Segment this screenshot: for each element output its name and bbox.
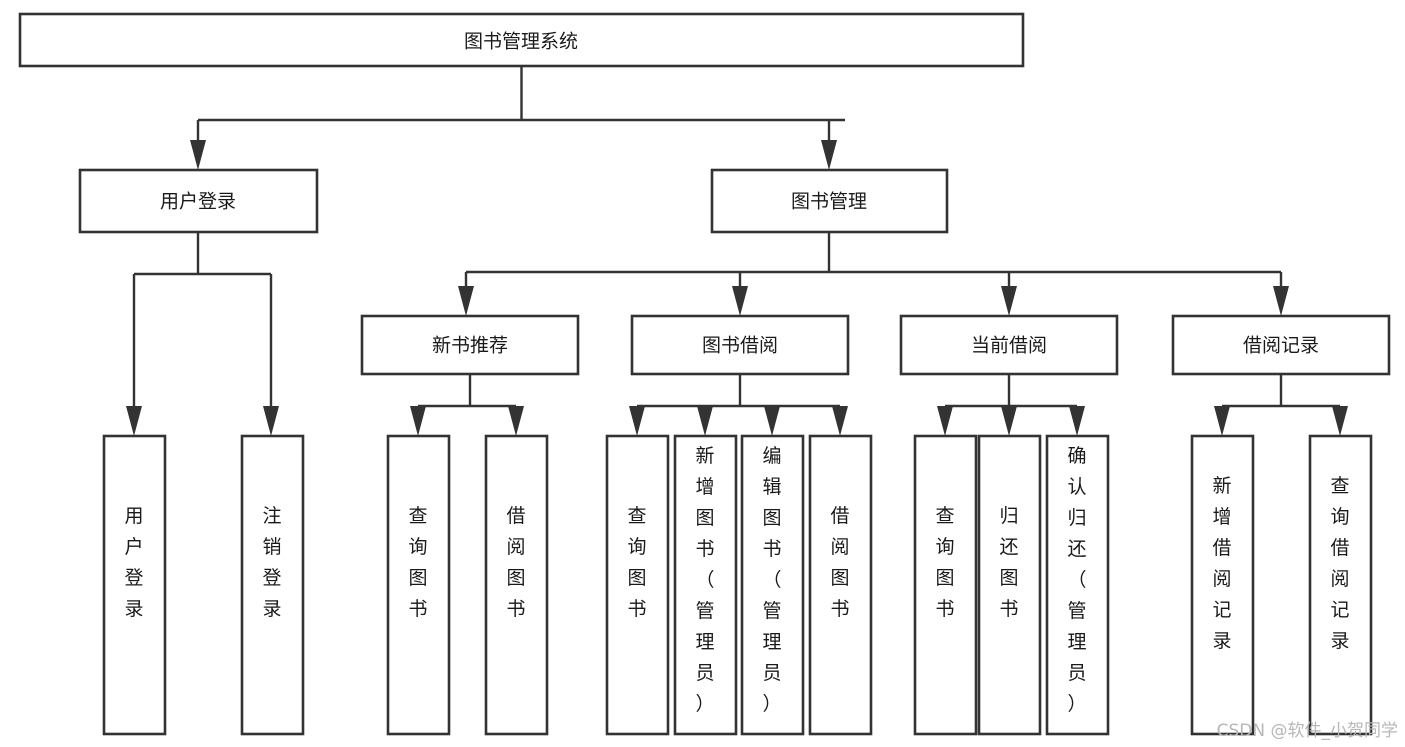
arrow-leaf-current-borrow-1 (937, 406, 953, 436)
leaf-book-borrow-borrow-label: 借阅图书 (830, 505, 849, 620)
leaf-book-borrow-edit-label: 编辑图书（管理员） (762, 445, 781, 715)
leaf-user-login-login-box[interactable] (102, 434, 167, 736)
watermark-label: CSDN @软件_小贺同学 (1217, 721, 1398, 741)
arrow-leaf-book-borrow-3 (764, 406, 780, 436)
arrow-to-current-borrow (1001, 286, 1017, 316)
arrow-leaf-new-book-1 (410, 406, 426, 436)
arrow-to-book-manage (821, 140, 837, 170)
arrow-leaf-current-borrow-2 (1001, 406, 1017, 436)
leaf-user-login-login-label: 用户登录 (124, 505, 143, 620)
leaf-new-book-borrow-box[interactable] (484, 434, 549, 736)
leaf-borrow-record-add-label: 新增借阅记录 (1212, 475, 1231, 652)
leaf-node[interactable]: 查询图书 (605, 434, 670, 736)
arrow-leaf-book-borrow-4 (832, 406, 848, 436)
leaf-node[interactable]: 新增图书（管理员） (673, 434, 738, 736)
node-root-box[interactable] (18, 12, 1025, 68)
node-borrow-record-box[interactable] (1171, 314, 1391, 376)
node-current-borrow-label: 当前借阅 (971, 335, 1047, 357)
leaf-book-borrow-add-label: 新增图书（管理员） (695, 445, 714, 715)
leaf-node[interactable]: 新增借阅记录 (1190, 434, 1255, 736)
node-new-book-recommend[interactable]: 新书推荐 (360, 314, 580, 376)
leaf-borrow-record-query-label: 查询借阅记录 (1330, 475, 1349, 652)
leaf-borrow-record-add-box[interactable] (1190, 434, 1255, 736)
connector-layer (126, 66, 1348, 436)
leaf-user-login-logout-label: 注销登录 (262, 505, 281, 620)
node-user-login-label: 用户登录 (160, 191, 236, 213)
node-current-borrow-box[interactable] (899, 314, 1119, 376)
arrow-leaf-book-borrow-2 (697, 406, 713, 436)
node-book-manage-box[interactable] (710, 168, 949, 234)
node-user-login-box[interactable] (78, 168, 319, 234)
node-user-login[interactable]: 用户登录 (78, 168, 319, 234)
node-book-borrow-label: 图书借阅 (702, 335, 778, 357)
node-borrow-record[interactable]: 借阅记录 (1171, 314, 1391, 376)
arrow-leaf-user-login-1 (126, 406, 142, 436)
arrow-leaf-current-borrow-3 (1069, 406, 1085, 436)
leaf-book-borrow-query-box[interactable] (605, 434, 670, 736)
leaf-node[interactable]: 编辑图书（管理员） (740, 434, 805, 736)
leaf-book-borrow-add-box[interactable] (673, 434, 738, 736)
leaf-node[interactable]: 查询借阅记录 (1308, 434, 1373, 736)
leaf-current-borrow-return-label: 归还图书 (999, 505, 1018, 620)
arrow-leaf-user-login-2 (263, 406, 279, 436)
arrow-to-borrow-record (1273, 286, 1289, 316)
leaf-node[interactable]: 借阅图书 (484, 434, 549, 736)
arrow-leaf-borrow-record-1 (1214, 406, 1230, 436)
leaf-current-borrow-query-label: 查询图书 (935, 505, 954, 620)
leaf-node[interactable]: 确认归还（管理员） (1045, 434, 1110, 736)
arrow-to-user-login (190, 140, 206, 170)
node-current-borrow[interactable]: 当前借阅 (899, 314, 1119, 376)
leaf-current-borrow-query-box[interactable] (913, 434, 978, 736)
node-book-borrow[interactable]: 图书借阅 (630, 314, 850, 376)
node-new-book-recommend-label: 新书推荐 (432, 335, 508, 357)
node-book-borrow-box[interactable] (630, 314, 850, 376)
leaf-book-borrow-edit-box[interactable] (740, 434, 805, 736)
leaf-current-borrow-confirm-box[interactable] (1045, 434, 1110, 736)
leaf-node[interactable]: 查询图书 (913, 434, 978, 736)
leaf-book-borrow-borrow-box[interactable] (808, 434, 873, 736)
arrow-leaf-new-book-2 (508, 406, 524, 436)
arrow-to-book-borrow (732, 286, 748, 316)
arrow-leaf-book-borrow-1 (629, 406, 645, 436)
node-book-manage-label: 图书管理 (791, 191, 867, 213)
leaf-new-book-query-label: 查询图书 (408, 505, 427, 620)
leaf-node[interactable]: 归还图书 (977, 434, 1042, 736)
leaf-node[interactable]: 借阅图书 (808, 434, 873, 736)
leaf-user-login-logout-box[interactable] (240, 434, 305, 736)
node-new-book-recommend-box[interactable] (360, 314, 580, 376)
leaf-new-book-borrow-label: 借阅图书 (506, 505, 525, 620)
leaf-book-borrow-query-label: 查询图书 (627, 505, 646, 620)
leaf-node[interactable]: 注销登录 (240, 434, 305, 736)
node-root-label: 图书管理系统 (464, 31, 578, 53)
node-borrow-record-label: 借阅记录 (1243, 335, 1319, 357)
node-root-system[interactable]: 图书管理系统 (18, 12, 1025, 68)
arrow-leaf-borrow-record-2 (1332, 406, 1348, 436)
node-book-manage[interactable]: 图书管理 (710, 168, 949, 234)
leaf-current-borrow-confirm-label: 确认归还（管理员） (1067, 445, 1086, 715)
leaf-borrow-record-query-box[interactable] (1308, 434, 1373, 736)
leaf-node[interactable]: 查询图书 (386, 434, 451, 736)
leaf-current-borrow-return-box[interactable] (977, 434, 1042, 736)
leaf-new-book-query-box[interactable] (386, 434, 451, 736)
leaf-node[interactable]: 用户登录 (102, 434, 167, 736)
arrow-to-new-book (458, 286, 474, 316)
